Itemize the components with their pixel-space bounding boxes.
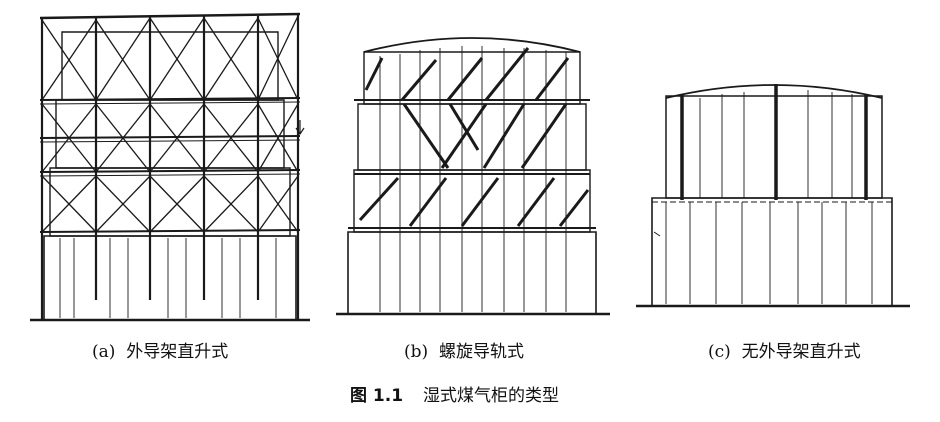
cross-bracing-a xyxy=(42,16,298,232)
caption-c-text: 无外导架直升式 xyxy=(741,342,861,362)
shell-seams-b xyxy=(380,46,566,312)
bell-a xyxy=(62,32,278,100)
caption-a-label: (a) xyxy=(92,342,116,362)
water-tank-b xyxy=(348,232,596,314)
caption-a-text: 外导架直升式 xyxy=(126,342,229,362)
tank-seams-c xyxy=(666,202,872,304)
lift-section-a-2 xyxy=(56,100,284,168)
caption-c-label: (c) xyxy=(708,342,731,362)
bell-seams-c xyxy=(700,90,852,198)
lift-section-a-1 xyxy=(50,168,290,236)
caption-b-label: (b) xyxy=(404,342,429,362)
figure-title: 图 1.1 湿式煤气柜的类型 xyxy=(350,386,559,406)
caption-c: (c) 无外导架直升式 xyxy=(708,342,861,362)
tank-seams-a xyxy=(60,238,276,318)
caption-a: (a) 外导架直升式 xyxy=(92,342,228,362)
gasholder-b xyxy=(336,38,610,314)
gasholder-c xyxy=(636,84,910,306)
caption-b: (b) 螺旋导轨式 xyxy=(404,342,524,362)
frame-columns-a xyxy=(42,14,298,320)
bell-c xyxy=(666,96,882,198)
figure-title-text: 湿式煤气柜的类型 xyxy=(423,386,560,406)
dome-c xyxy=(666,85,882,98)
caption-b-text: 螺旋导轨式 xyxy=(438,342,524,362)
frame-top-a xyxy=(40,14,300,18)
gasholder-a xyxy=(30,14,310,320)
water-tank-c xyxy=(652,198,892,306)
figure-number: 图 1.1 xyxy=(350,386,404,406)
lift-section-b-2 xyxy=(358,104,586,170)
bell-b xyxy=(364,52,580,104)
spiral-rails-b xyxy=(360,48,588,226)
guide-columns-c xyxy=(682,84,866,200)
dome-b xyxy=(364,38,580,52)
